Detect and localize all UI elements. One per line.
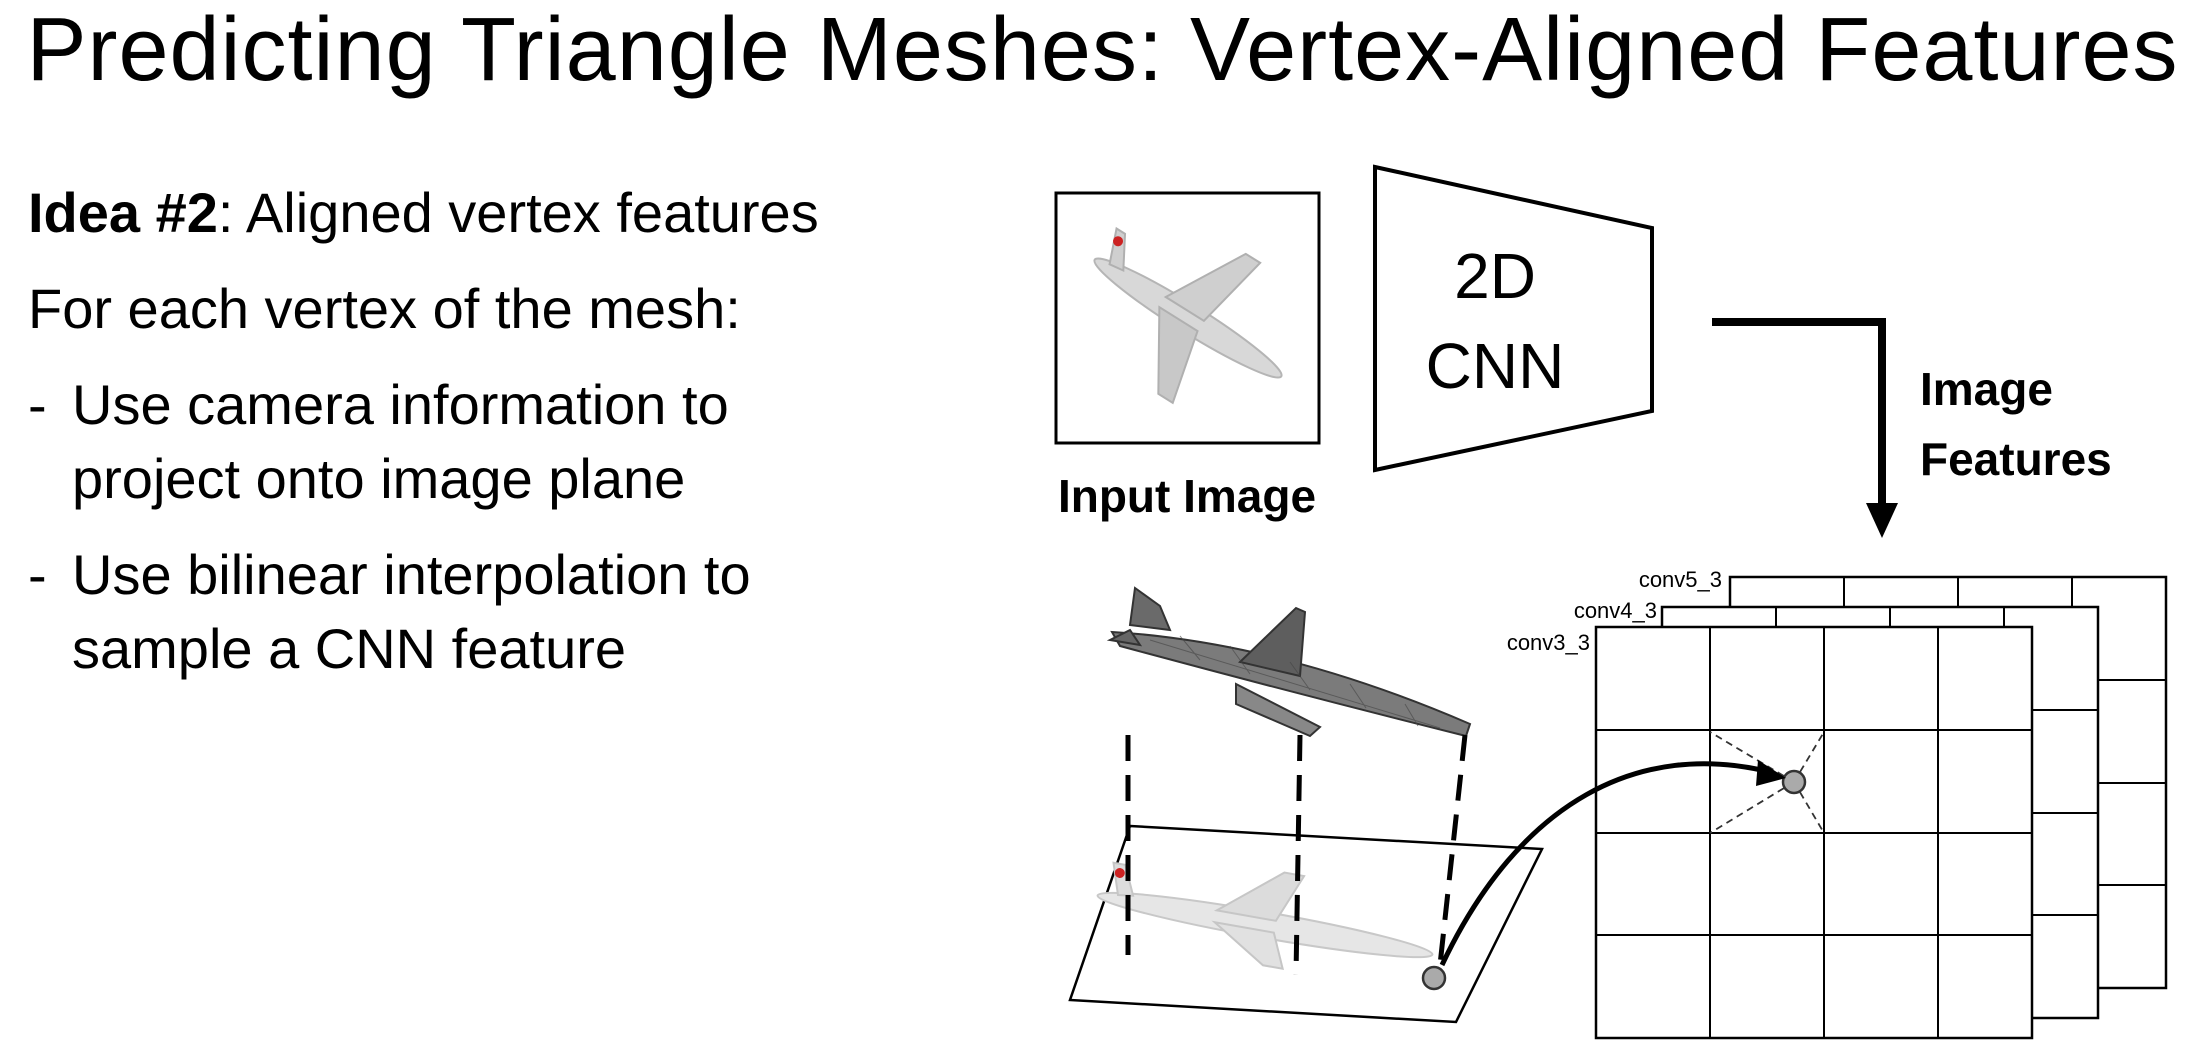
bullet-1-line1: Use camera information to — [72, 373, 729, 436]
cnn-label-2d: 2D — [1454, 240, 1536, 312]
bullet-dash: - — [28, 543, 47, 606]
bullet-list: Idea #2: Aligned vertex features For eac… — [28, 176, 1028, 686]
sampling-arrow-head-icon — [1756, 760, 1786, 786]
bullet-2-line1: Use bilinear interpolation to — [72, 543, 751, 606]
bullet-2-cont: sample a CNN feature — [72, 617, 627, 680]
cnn-block: 2D CNN — [1373, 164, 1654, 473]
sample-point-icon — [1781, 769, 1807, 795]
layer-label-conv5: conv5_3 — [1639, 567, 1722, 592]
airplane-thumbnail-icon — [1093, 226, 1283, 405]
bullet-1-cont: project onto image plane — [72, 447, 686, 510]
bullet-dash: - — [28, 373, 47, 436]
layer-label-conv3: conv3_3 — [1507, 630, 1590, 655]
airplane-projection-icon — [1096, 861, 1434, 970]
image-plane — [1068, 824, 1544, 1024]
cnn-to-features-arrow — [1712, 318, 1886, 505]
bullet-2: -Use bilinear interpolation to — [28, 538, 1028, 612]
cnn-label-cnn: CNN — [1426, 330, 1565, 402]
intro-line: For each vertex of the mesh: — [28, 277, 741, 340]
input-image-label: Input Image — [1058, 470, 1316, 522]
mesh-airplane-icon — [1106, 586, 1472, 738]
layer-label-conv4: conv4_3 — [1574, 598, 1657, 623]
arrow-head-icon — [1866, 503, 1898, 538]
projected-vertex-icon — [1421, 965, 1447, 991]
idea-line: Idea #2: Aligned vertex features — [28, 176, 1028, 250]
bilinear-sample — [1709, 731, 1825, 834]
input-image — [1054, 191, 1321, 445]
projection-lines — [1125, 734, 1468, 976]
page-title: Predicting Triangle Meshes: Vertex-Align… — [26, 0, 2179, 100]
feature-map-conv3 — [1594, 625, 2034, 1040]
idea-label: Idea #2 — [28, 181, 218, 244]
image-features-label-2: Features — [1920, 433, 2112, 485]
bullet-1: -Use camera information to — [28, 368, 1028, 442]
idea-text: : Aligned vertex features — [217, 181, 819, 244]
sampling-arrow — [1439, 761, 1771, 967]
image-features-label-1: Image — [1920, 363, 2053, 415]
